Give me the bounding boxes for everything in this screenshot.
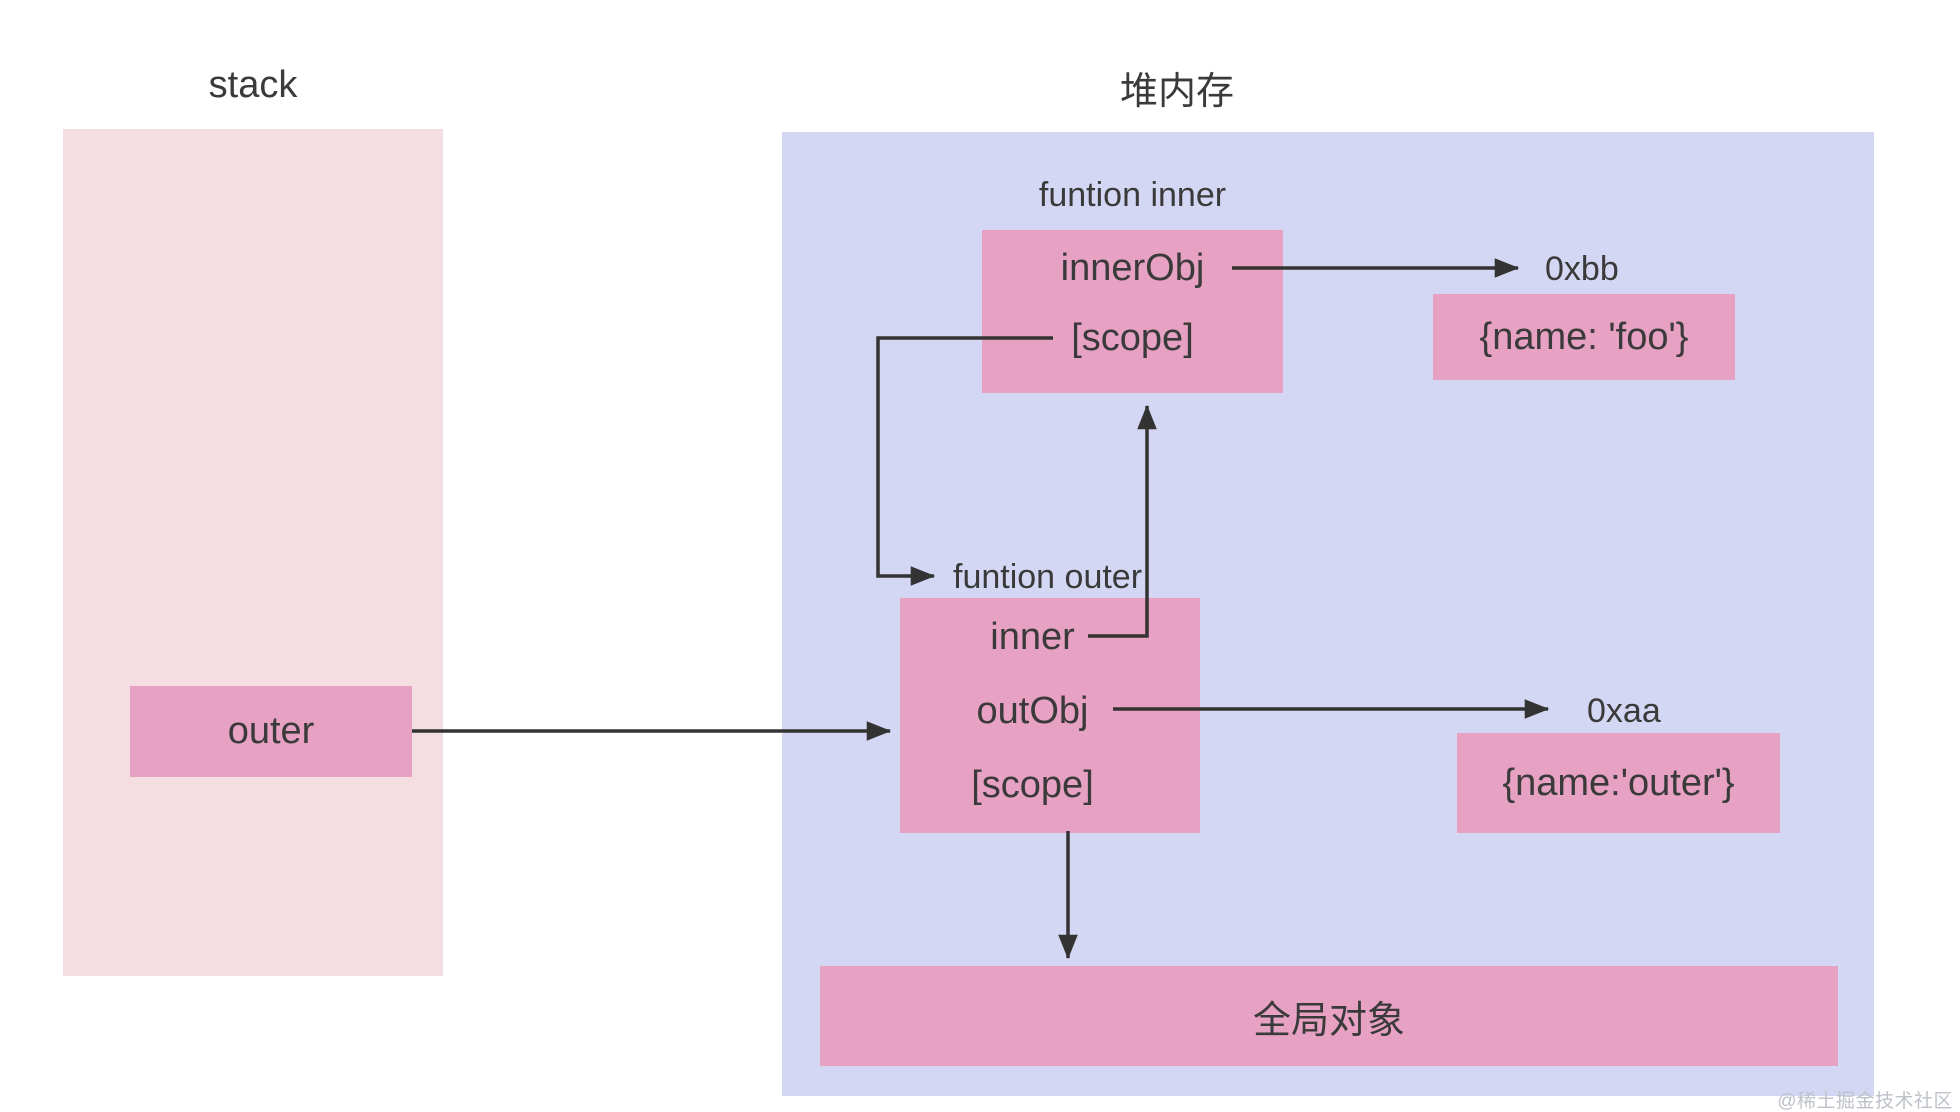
outer-object-value: {name:'outer'} bbox=[1502, 761, 1735, 804]
watermark-text: @稀土掘金技术社区 bbox=[1777, 1091, 1953, 1112]
function-inner-row-innerobj: innerObj bbox=[1060, 246, 1205, 289]
function-outer-box: inner outObj [scope] bbox=[900, 598, 1200, 833]
function-inner-row-scope: [scope] bbox=[1071, 316, 1194, 359]
address-0xaa-label: 0xaa bbox=[1587, 692, 1661, 730]
foo-object-value: {name: 'foo'} bbox=[1479, 315, 1689, 358]
global-object-box: 全局对象 bbox=[820, 966, 1838, 1066]
global-object-label: 全局对象 bbox=[1252, 999, 1405, 1042]
stack-frame-outer-label: outer bbox=[227, 710, 315, 752]
outer-object-box: {name:'outer'} bbox=[1457, 733, 1780, 833]
foo-object-box: {name: 'foo'} bbox=[1433, 294, 1735, 380]
function-inner-box: innerObj [scope] bbox=[982, 230, 1283, 393]
function-outer-row-outobj: outObj bbox=[976, 689, 1089, 732]
function-outer-row-inner: inner bbox=[990, 615, 1075, 658]
stack-title: stack bbox=[208, 64, 298, 106]
stack-frame-outer: outer bbox=[130, 686, 412, 777]
heap-title: 堆内存 bbox=[1119, 71, 1234, 113]
function-outer-row-scope: [scope] bbox=[971, 763, 1094, 806]
function-outer-label: funtion outer bbox=[953, 558, 1143, 596]
address-0xbb-label: 0xbb bbox=[1545, 250, 1619, 288]
function-inner-label: funtion inner bbox=[1038, 176, 1227, 214]
stack-panel bbox=[63, 129, 443, 976]
